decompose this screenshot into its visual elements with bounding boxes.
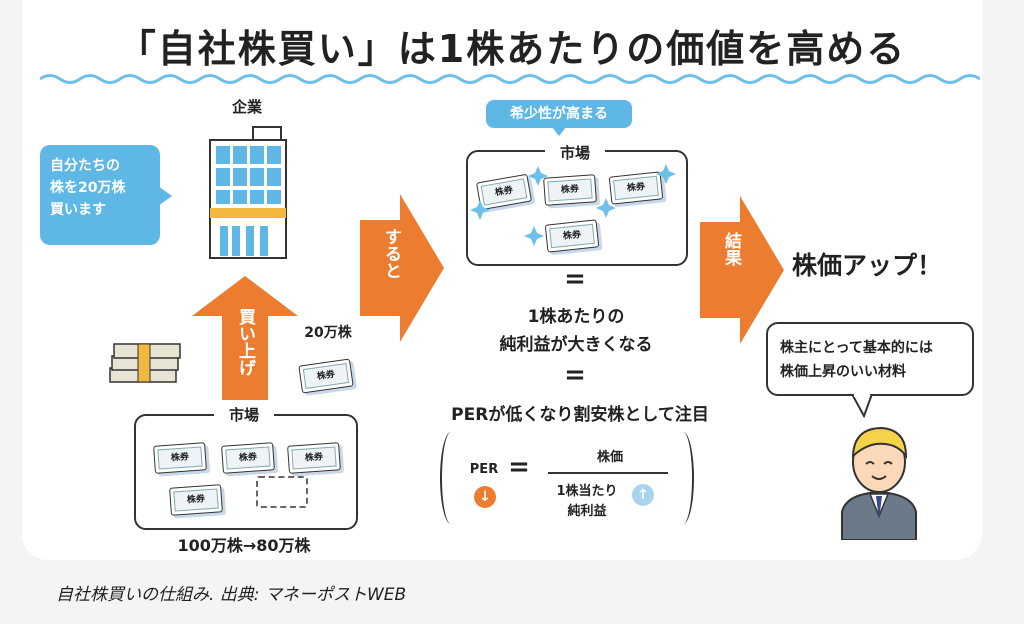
company-speech-line-3: 買います	[50, 202, 106, 218]
result-arrow-label: 結果	[721, 232, 741, 266]
equals-sign-1: =	[564, 264, 586, 294]
shareholder-person-icon	[841, 426, 917, 540]
down-arrow-icon: ↓	[474, 486, 496, 508]
formula-left-paren	[440, 432, 462, 524]
ticket-label: 株券	[291, 446, 337, 470]
market-ticket: 株券	[169, 484, 223, 516]
shareholder-speech-line-2: 株価上昇のいい材料	[780, 364, 906, 380]
ticket-label: 株券	[173, 488, 219, 512]
diagram-title: 「自社株買い」は1株あたりの価値を高める	[117, 27, 907, 71]
left-market-label: 市場	[214, 404, 274, 425]
formula-numerator: 株価	[596, 450, 623, 465]
buyback-arrow-label: 買い上げ	[235, 308, 255, 376]
market-ticket: 株券	[221, 442, 275, 474]
eps-text-line-1: 1株あたりの	[527, 307, 625, 327]
formula-right-paren	[672, 432, 694, 524]
left-market-footer: 100万株→80万株	[177, 536, 311, 555]
formula-per: PER	[469, 462, 499, 477]
company-speech-line-1: 自分たちの	[50, 158, 120, 174]
wave-divider	[40, 74, 980, 84]
company-building-icon	[209, 126, 287, 259]
money-stack-icon	[109, 343, 181, 383]
formula-denominator-line-1: 1株当たり	[556, 484, 618, 499]
shareholder-speech-tail	[850, 394, 874, 418]
ticket-label: 株券	[225, 446, 271, 470]
buyback-amount: 20万株	[304, 325, 352, 341]
buyback-up-arrow	[192, 276, 298, 400]
formula-fraction-line	[548, 472, 668, 474]
per-text: PERが低くなり割安株として注目	[451, 405, 709, 425]
up-arrow-icon: ↑	[632, 484, 654, 506]
right-market-label: 市場	[545, 142, 605, 163]
formula-equals: =	[508, 452, 530, 482]
sparkle-icons	[470, 164, 676, 246]
then-arrow	[360, 194, 444, 342]
scarcity-badge-tail	[552, 127, 566, 136]
ticket-label: 株券	[302, 363, 350, 389]
market-ticket: 株券	[287, 442, 341, 474]
figure-caption: 自社株買いの仕組み. 出典: マネーポストWEB	[56, 585, 407, 605]
then-arrow-label: すると	[381, 228, 401, 279]
price-up-text: 株価アップ！	[792, 251, 943, 280]
equals-sign-2: =	[564, 360, 586, 390]
company-speech-bubble: 自分たちの 株を20万株 買います	[40, 145, 160, 245]
company-label: 企業	[231, 98, 262, 116]
removed-ticket-placeholder	[256, 476, 308, 508]
market-ticket: 株券	[153, 442, 207, 474]
eps-text-line-2: 純利益が大きくなる	[499, 335, 653, 355]
result-arrow	[700, 196, 784, 344]
ticket-label: 株券	[157, 446, 203, 470]
shareholder-speech-line-1: 株主にとって基本的には	[780, 340, 933, 356]
formula-denominator-line-2: 純利益	[567, 504, 607, 519]
company-speech-line-2: 株を20万株	[50, 180, 126, 196]
speech-bubble-tail	[158, 186, 172, 206]
scarcity-badge: 希少性が高まる	[486, 100, 632, 128]
shareholder-speech-bubble: 株主にとって基本的には 株価上昇のいい材料	[766, 322, 974, 396]
